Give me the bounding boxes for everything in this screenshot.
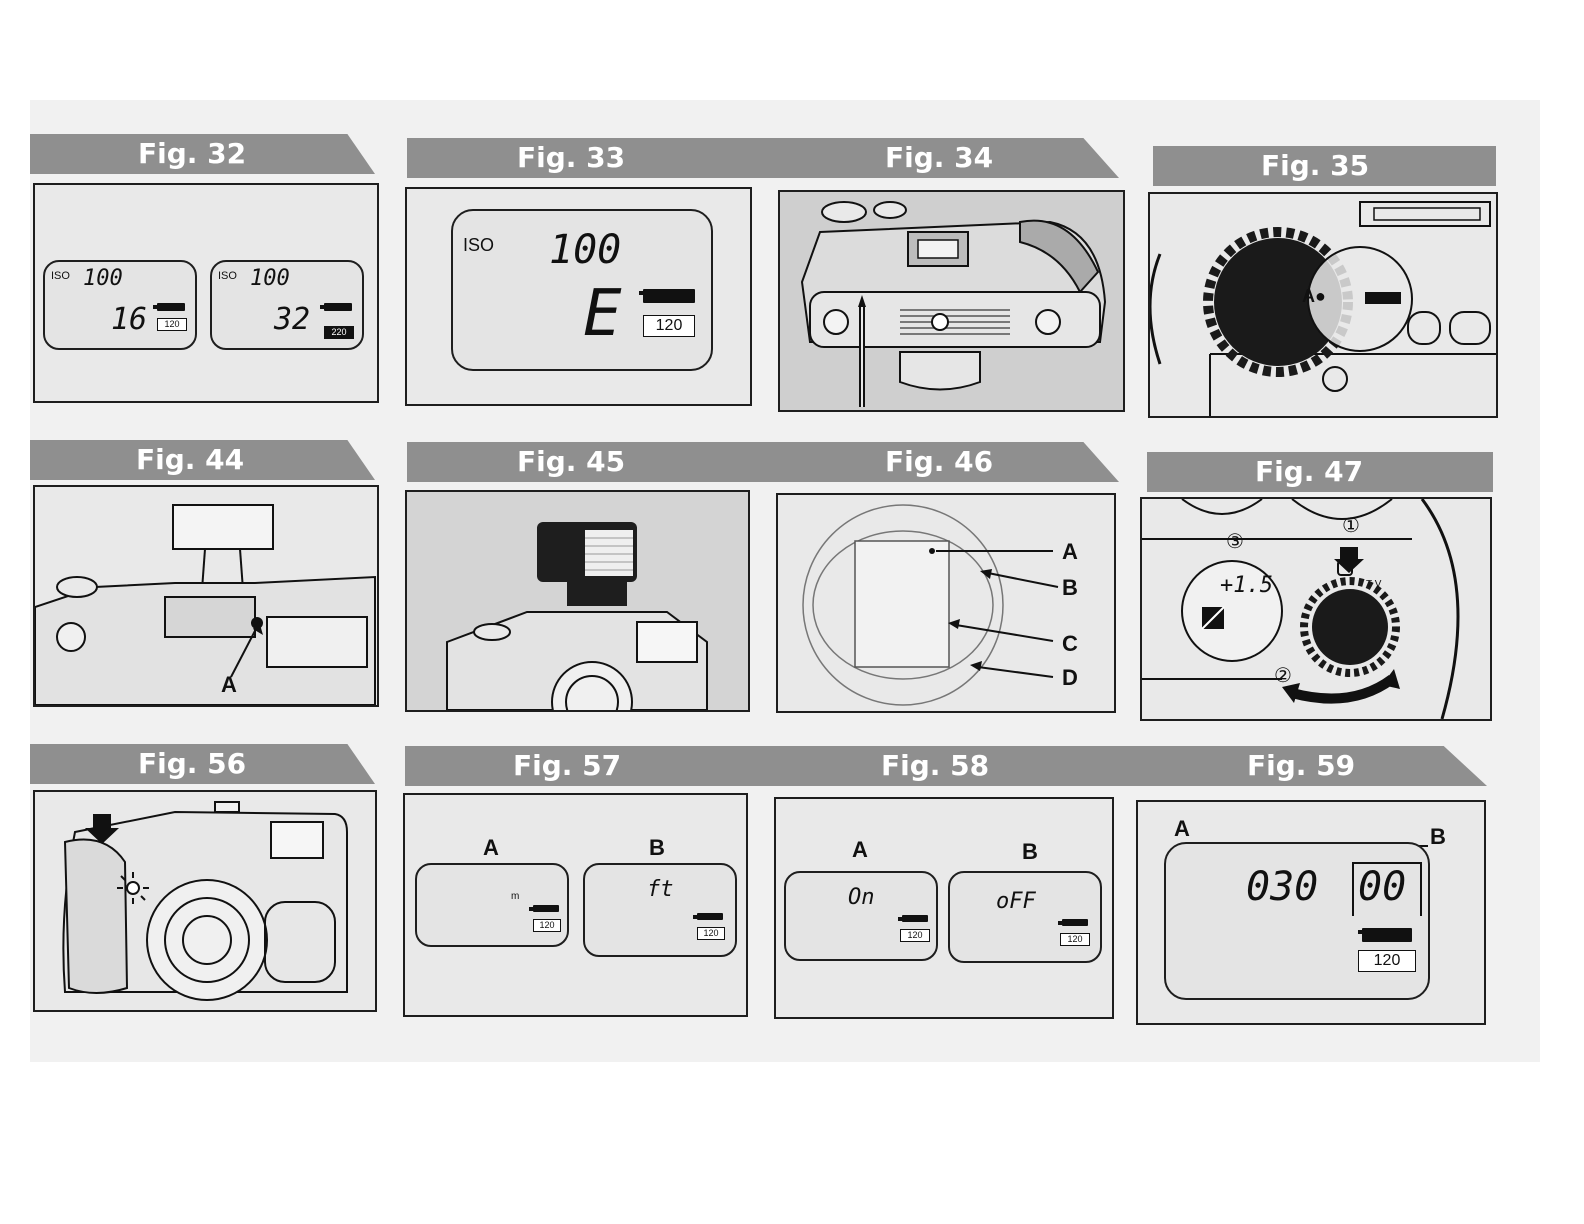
frame-count-empty: E — [583, 277, 622, 351]
fig59-lcd: 030 00 120 — [1164, 842, 1430, 1000]
fig57-lcd-b: ft 120 — [583, 863, 737, 957]
film-type-tag: 120 — [1358, 950, 1416, 972]
fig44-title: Fig. 44 — [136, 440, 244, 480]
fig32-title: Fig. 32 — [138, 134, 246, 174]
label-b: B — [649, 835, 665, 861]
battery-icon — [902, 915, 928, 922]
film-type-tag: 120 — [1060, 933, 1090, 946]
iso-value: 100 — [549, 227, 621, 273]
state-off: oFF — [996, 889, 1036, 914]
camera-bottom-illustration — [780, 192, 1123, 410]
label-a: A — [483, 835, 499, 861]
label-c: C — [1062, 631, 1078, 657]
label-a: A — [1062, 539, 1078, 565]
flash-popup-illustration — [35, 487, 377, 705]
fig47-panel: +1.5 ① ② ③ T V — [1140, 497, 1492, 721]
band-row2-mid: Fig. 45 Fig. 46 — [407, 442, 1119, 482]
film-type-tag: 120 — [157, 318, 187, 331]
battery-icon — [533, 905, 559, 912]
label-a: A — [852, 837, 868, 863]
fig58-panel: A B On 120 oFF 120 — [774, 797, 1114, 1019]
fig32-lcd-b: ISO 100 32 220 — [210, 260, 364, 350]
band-row1-left: Fig. 32 — [30, 134, 375, 174]
fig45-panel — [405, 490, 750, 712]
band-row2-left: Fig. 44 — [30, 440, 375, 480]
frame-count: 32 — [274, 302, 310, 337]
band-row1-right: Fig. 35 — [1153, 146, 1496, 186]
battery-icon — [1362, 928, 1412, 942]
fig58-lcd-a: On 120 — [784, 871, 938, 961]
fig58-lcd-b: oFF 120 — [948, 871, 1102, 963]
film-type-tag: 120 — [900, 929, 930, 942]
fig33-title: Fig. 33 — [517, 138, 625, 178]
step-2-marker: ② — [1274, 663, 1292, 688]
label-b: B — [1062, 575, 1078, 601]
battery-icon — [1062, 919, 1088, 926]
band-row3-left: Fig. 56 — [30, 744, 375, 784]
band-row2-right: Fig. 47 — [1147, 452, 1493, 492]
fig35-title: Fig. 35 — [1261, 146, 1369, 186]
fig33-lcd: ISO 100 E 120 — [451, 209, 713, 371]
fig59-title: Fig. 59 — [1247, 746, 1355, 786]
fig34-panel — [778, 190, 1125, 412]
fig45-title: Fig. 45 — [517, 442, 625, 482]
fig56-title: Fig. 56 — [138, 744, 246, 784]
external-flash-illustration — [407, 492, 748, 710]
iso-value: 100 — [250, 266, 290, 291]
unit-meters: m — [511, 891, 519, 902]
iso-label: ISO — [51, 270, 70, 282]
band-row3-wide: Fig. 57 Fig. 58 Fig. 59 — [405, 746, 1487, 786]
main-counter: 030 — [1246, 864, 1318, 910]
exposure-comp-dial-illustration — [1142, 499, 1490, 719]
film-type-tag: 120 — [533, 919, 561, 932]
film-type-tag: 120 — [643, 315, 695, 337]
fig57-title: Fig. 57 — [513, 746, 621, 786]
fig56-panel — [33, 790, 377, 1012]
frame-count: 16 — [111, 302, 147, 337]
fig32-lcd-a: ISO 100 16 120 — [43, 260, 197, 350]
tv-label: T V — [1366, 579, 1381, 590]
fig33-panel: ISO 100 E 120 — [405, 187, 752, 406]
fig57-lcd-a: m 120 — [415, 863, 569, 947]
band-row1-mid: Fig. 33 Fig. 34 — [407, 138, 1119, 178]
fig46-panel: A B C D — [776, 493, 1116, 713]
state-on: On — [848, 885, 875, 910]
boxed-digits: 00 — [1358, 864, 1406, 910]
fig46-title: Fig. 46 — [885, 442, 993, 482]
battery-icon — [643, 289, 695, 303]
battery-icon — [697, 913, 723, 920]
film-type-tag: 120 — [697, 927, 725, 940]
fig57-panel: A B m 120 ft 120 — [403, 793, 748, 1017]
unit-feet: ft — [647, 877, 674, 902]
fig47-title: Fig. 47 — [1255, 452, 1363, 492]
label-d: D — [1062, 665, 1078, 691]
fig32-panel: ISO 100 16 120 ISO 100 32 220 — [33, 183, 379, 403]
step-3-marker: ③ — [1226, 529, 1244, 554]
camera-front-illustration — [35, 792, 375, 1010]
fig58-title: Fig. 58 — [881, 746, 989, 786]
iso-label: ISO — [463, 235, 494, 256]
battery-icon — [157, 303, 185, 311]
step-1-marker: ① — [1342, 513, 1360, 538]
iso-value: 100 — [83, 266, 123, 291]
comp-value: +1.5 — [1220, 573, 1273, 598]
auto-mode-mark: A● — [1302, 286, 1326, 307]
iso-label: ISO — [218, 270, 237, 282]
label-a: A — [221, 672, 237, 698]
film-type-tag: 220 — [324, 326, 354, 339]
fig59-panel: A B 030 00 120 — [1136, 800, 1486, 1025]
label-b: B — [1022, 839, 1038, 865]
fig35-panel: A● — [1148, 192, 1498, 418]
fig34-title: Fig. 34 — [885, 138, 993, 178]
battery-icon — [324, 303, 352, 311]
fig44-panel: A — [33, 485, 379, 707]
